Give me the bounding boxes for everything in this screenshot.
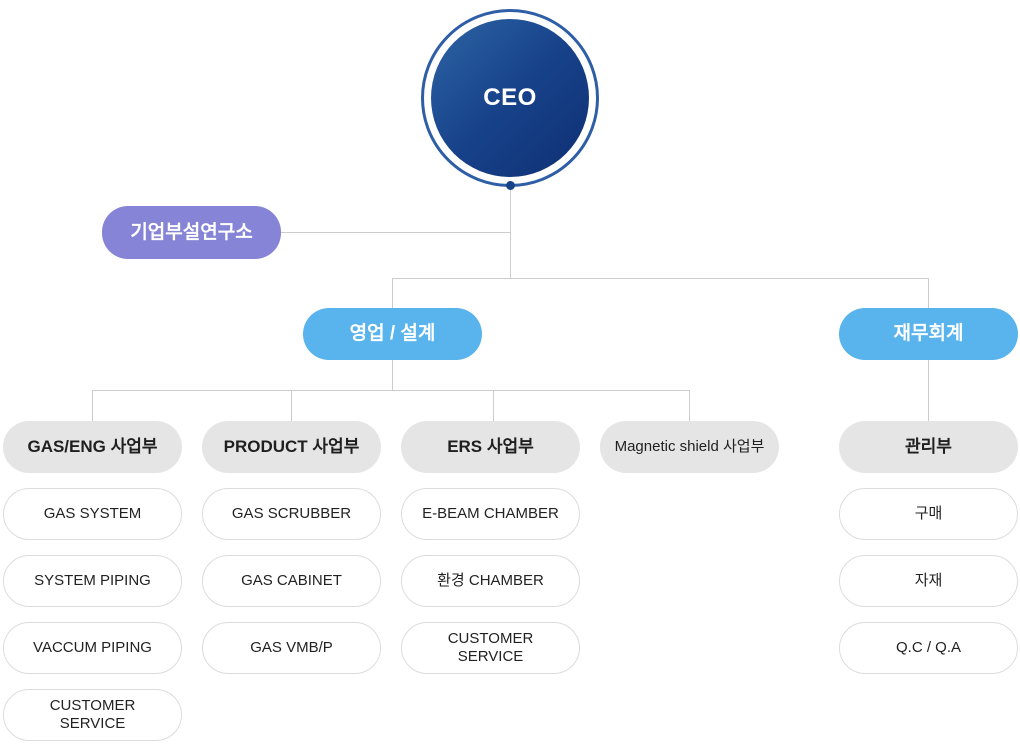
- sub-unit-label: GAS SCRUBBER: [231, 505, 352, 522]
- sub-unit-label: SYSTEM PIPING: [34, 572, 151, 589]
- finance-node[interactable]: 재무회계: [839, 308, 1018, 360]
- sub-unit-item[interactable]: 자재: [839, 555, 1018, 607]
- sub-unit-label: 환경 CHAMBER: [437, 572, 544, 589]
- sub-unit-label: GAS SYSTEM: [43, 505, 142, 522]
- research-lab-node[interactable]: 기업부설연구소: [102, 206, 281, 259]
- sub-unit-item[interactable]: VACCUM PIPING: [3, 622, 182, 674]
- ers-division[interactable]: ERS 사업부: [401, 421, 580, 473]
- sales-design-label: 영업 / 설계: [349, 323, 436, 344]
- sub-unit-label: Q.C / Q.A: [895, 639, 961, 656]
- gas-eng-division-label: GAS/ENG 사업부: [27, 437, 158, 456]
- product-division-label: PRODUCT 사업부: [223, 437, 360, 456]
- ceo-label: CEO: [483, 84, 537, 111]
- finance-label: 재무회계: [893, 323, 964, 344]
- ceo-connector-dot: [506, 181, 515, 190]
- sub-unit-item[interactable]: GAS SYSTEM: [3, 488, 182, 540]
- sub-unit-label: 구매: [914, 505, 943, 522]
- admin-division[interactable]: 관리부: [839, 421, 1018, 473]
- admin-division-label: 관리부: [905, 437, 952, 456]
- gas-eng-division[interactable]: GAS/ENG 사업부: [3, 421, 182, 473]
- sub-unit-label: GAS VMB/P: [250, 639, 333, 656]
- sub-unit-item[interactable]: GAS SCRUBBER: [202, 488, 381, 540]
- magnetic-shield-division-label: Magnetic shield 사업부: [614, 438, 765, 455]
- sub-unit-item[interactable]: GAS CABINET: [202, 555, 381, 607]
- sub-unit-label: GAS CABINET: [241, 572, 342, 589]
- sub-unit-item[interactable]: 구매: [839, 488, 1018, 540]
- sub-unit-item[interactable]: E-BEAM CHAMBER: [401, 488, 580, 540]
- sub-unit-item[interactable]: 환경 CHAMBER: [401, 555, 580, 607]
- ceo-node[interactable]: CEO: [431, 19, 589, 177]
- sub-unit-item[interactable]: CUSTOMER SERVICE: [401, 622, 580, 674]
- sub-unit-item[interactable]: GAS VMB/P: [202, 622, 381, 674]
- sub-unit-item[interactable]: SYSTEM PIPING: [3, 555, 182, 607]
- sub-unit-item[interactable]: CUSTOMER SERVICE: [3, 689, 182, 741]
- sub-unit-label: VACCUM PIPING: [33, 639, 152, 656]
- sub-unit-label: 자재: [914, 572, 943, 589]
- sub-unit-item[interactable]: Q.C / Q.A: [839, 622, 1018, 674]
- research-lab-label: 기업부설연구소: [130, 221, 253, 243]
- sub-unit-label: CUSTOMER SERVICE: [447, 630, 534, 665]
- product-division[interactable]: PRODUCT 사업부: [202, 421, 381, 473]
- sub-unit-label: E-BEAM CHAMBER: [422, 505, 559, 522]
- ers-division-label: ERS 사업부: [447, 437, 534, 456]
- sales-design-node[interactable]: 영업 / 설계: [303, 308, 482, 360]
- magnetic-shield-division[interactable]: Magnetic shield 사업부: [600, 421, 779, 473]
- sub-unit-label: CUSTOMER SERVICE: [49, 697, 136, 732]
